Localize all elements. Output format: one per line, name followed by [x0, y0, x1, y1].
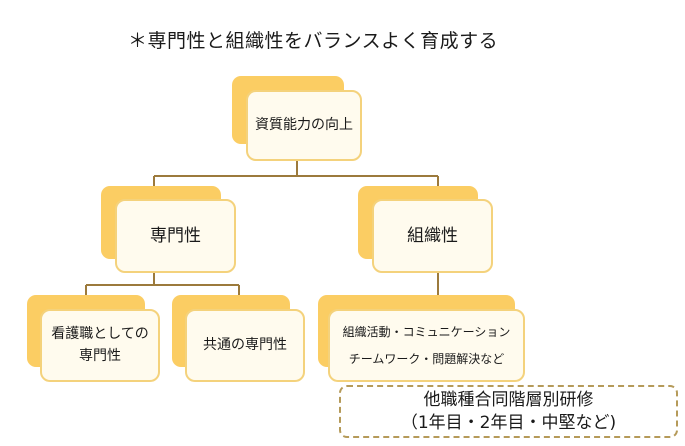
- training-note-line1: 他職種合同階層別研修: [423, 390, 594, 411]
- node-organization-label: 組織性: [407, 225, 458, 246]
- node-org-line1: 組織活動・コミュニケーション: [342, 325, 511, 340]
- node-nursing-line2: 専門性: [79, 347, 121, 364]
- diagram-title: ＊専門性と組織性をバランスよく育成する: [128, 30, 499, 52]
- node-card: 専門性: [115, 199, 236, 273]
- node-common-label: 共通の専門性: [203, 336, 287, 353]
- node-card: 資質能力の向上: [246, 90, 362, 161]
- node-card: 組織性: [372, 199, 493, 273]
- node-card: 共通の専門性: [185, 309, 305, 382]
- node-expertise: 専門性: [101, 186, 236, 273]
- node-qualification-label: 資質能力の向上: [255, 116, 353, 133]
- node-nursing-line1: 看護職としての: [51, 325, 149, 342]
- node-nursing-expertise: 看護職としての 専門性: [27, 295, 160, 382]
- node-organization: 組織性: [358, 186, 493, 273]
- training-note-line2: （1年目・2年目・中堅など): [400, 412, 617, 433]
- node-org-line2: チームワーク・問題解決など: [348, 351, 505, 366]
- node-expertise-label: 専門性: [150, 225, 201, 246]
- node-common-expertise: 共通の専門性: [172, 295, 305, 382]
- node-org-activities: 組織活動・コミュニケーション チームワーク・問題解決など: [318, 295, 525, 382]
- node-card: 看護職としての 専門性: [40, 309, 160, 382]
- node-card: 組織活動・コミュニケーション チームワーク・問題解決など: [328, 309, 525, 382]
- training-note: 他職種合同階層別研修 （1年目・2年目・中堅など): [339, 385, 678, 438]
- node-qualification: 資質能力の向上: [232, 76, 362, 161]
